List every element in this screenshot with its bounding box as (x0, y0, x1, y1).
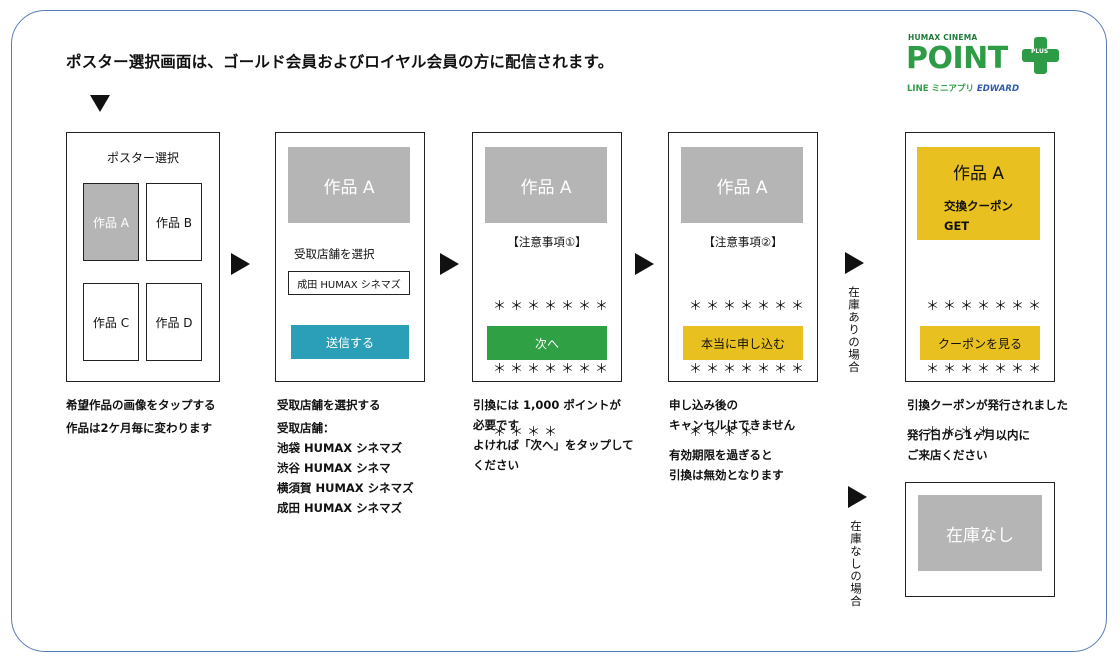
step3-notice-title: 【注意事項①】 (507, 235, 587, 249)
brand-logo: HUMAX CINEMA POINT PLUS LINE ミニアプリ EDWAR… (906, 33, 1059, 97)
outer-frame (11, 10, 1107, 652)
step5-coupon-screen: 作品 A 交換クーポン GET ＊＊＊＊＊＊＊ ＊＊＊＊＊＊＊ ＊＊＊＊ クーポ… (905, 132, 1055, 440)
branch-in-stock-label: 在庫ありの場合 (847, 286, 861, 374)
step4-notice-body: ＊＊＊＊＊＊＊ ＊＊＊＊＊＊＊ ＊＊＊＊ (689, 299, 809, 440)
next-button[interactable]: 次へ (487, 326, 607, 360)
step5-caption: 引換クーポンが発行されました 発行日から1ヶ月以内に ご来店ください (907, 398, 1068, 462)
step4-notice2-screen: 作品 A 【注意事項②】 ＊＊＊＊＊＊＊ ＊＊＊＊＊＊＊ ＊＊＊＊ 本当に申し込… (668, 132, 818, 440)
logo-subtitle: LINE ミニアプリ EDWARD (907, 82, 1019, 94)
poster-thumb-b[interactable]: 作品 B (146, 183, 202, 261)
step2-store-select-screen: 作品 A 受取店舗を選択 成田 HUMAX シネマズ 送信する (275, 132, 425, 382)
arrow-right-icon (635, 253, 654, 275)
step5-coupon-banner: 作品 A 交換クーポン GET (917, 147, 1040, 240)
send-button[interactable]: 送信する (291, 325, 409, 359)
coupon-get-line2: GET (944, 219, 970, 233)
step2-work-image: 作品 A (288, 147, 410, 223)
out-of-stock-panel: 在庫なし (918, 495, 1042, 571)
step4-caption: 申し込み後の キャンセルはできません 有効期限を過ぎると 引換は無効となります (669, 398, 796, 482)
arrow-right-icon (440, 253, 459, 275)
down-triangle-icon (90, 95, 110, 112)
step3-notice-body: ＊＊＊＊＊＊＊ ＊＊＊＊＊＊＊ ＊＊＊＊ (493, 299, 613, 440)
step6-out-of-stock-screen: 在庫なし (905, 482, 1055, 597)
logo-edward-text: EDWARD (976, 84, 1020, 94)
step3-caption: 引換には 1,000 ポイントが 必要です よければ「次へ」をタップして くださ… (473, 398, 634, 472)
arrow-right-icon (848, 486, 867, 508)
logo-small-text: HUMAX CINEMA (908, 33, 978, 42)
coupon-get-line1: 交換クーポン (944, 199, 1013, 213)
logo-plus-text: PLUS (1031, 48, 1049, 55)
confirm-apply-button[interactable]: 本当に申し込む (683, 326, 803, 360)
poster-thumb-d[interactable]: 作品 D (146, 283, 202, 361)
poster-thumb-c[interactable]: 作品 C (83, 283, 139, 361)
logo-line-text: LINE ミニアプリ (907, 84, 977, 94)
step3-work-image: 作品 A (485, 147, 607, 223)
step4-work-image: 作品 A (681, 147, 803, 223)
step5-coupon-body: ＊＊＊＊＊＊＊ ＊＊＊＊＊＊＊ ＊＊＊＊ (926, 299, 1046, 440)
headline: ポスター選択画面は、ゴールド会員およびロイヤル会員の方に配信されます。 (66, 53, 614, 71)
step1-title: ポスター選択 (106, 151, 179, 165)
poster-thumb-a[interactable]: 作品 A (83, 183, 139, 261)
step2-store-label: 受取店舗を選択 (294, 247, 375, 261)
store-select-field[interactable]: 成田 HUMAX シネマズ (288, 271, 410, 295)
logo-point-text: POINT (906, 41, 1008, 76)
step5-work-title: 作品 A (952, 164, 1005, 184)
step3-notice1-screen: 作品 A 【注意事項①】 ＊＊＊＊＊＊＊ ＊＊＊＊＊＊＊ ＊＊＊＊ 次へ (472, 132, 622, 440)
step2-caption: 受取店舗を選択する 受取店舗： 池袋 HUMAX シネマズ 渋谷 HUMAX シ… (277, 398, 414, 515)
step4-notice-title: 【注意事項②】 (703, 235, 783, 249)
arrow-right-icon (231, 253, 250, 275)
step1-caption: 希望作品の画像をタップする 作品は2ケ月毎に変わります (66, 398, 216, 435)
plus-icon: PLUS (1022, 37, 1062, 77)
step1-poster-select-screen: ポスター選択 作品 A 作品 B 作品 C 作品 D (66, 132, 220, 382)
branch-out-of-stock-label: 在庫なしの場合 (849, 520, 863, 608)
view-coupon-button[interactable]: クーポンを見る (920, 326, 1040, 360)
arrow-right-icon (845, 252, 864, 274)
